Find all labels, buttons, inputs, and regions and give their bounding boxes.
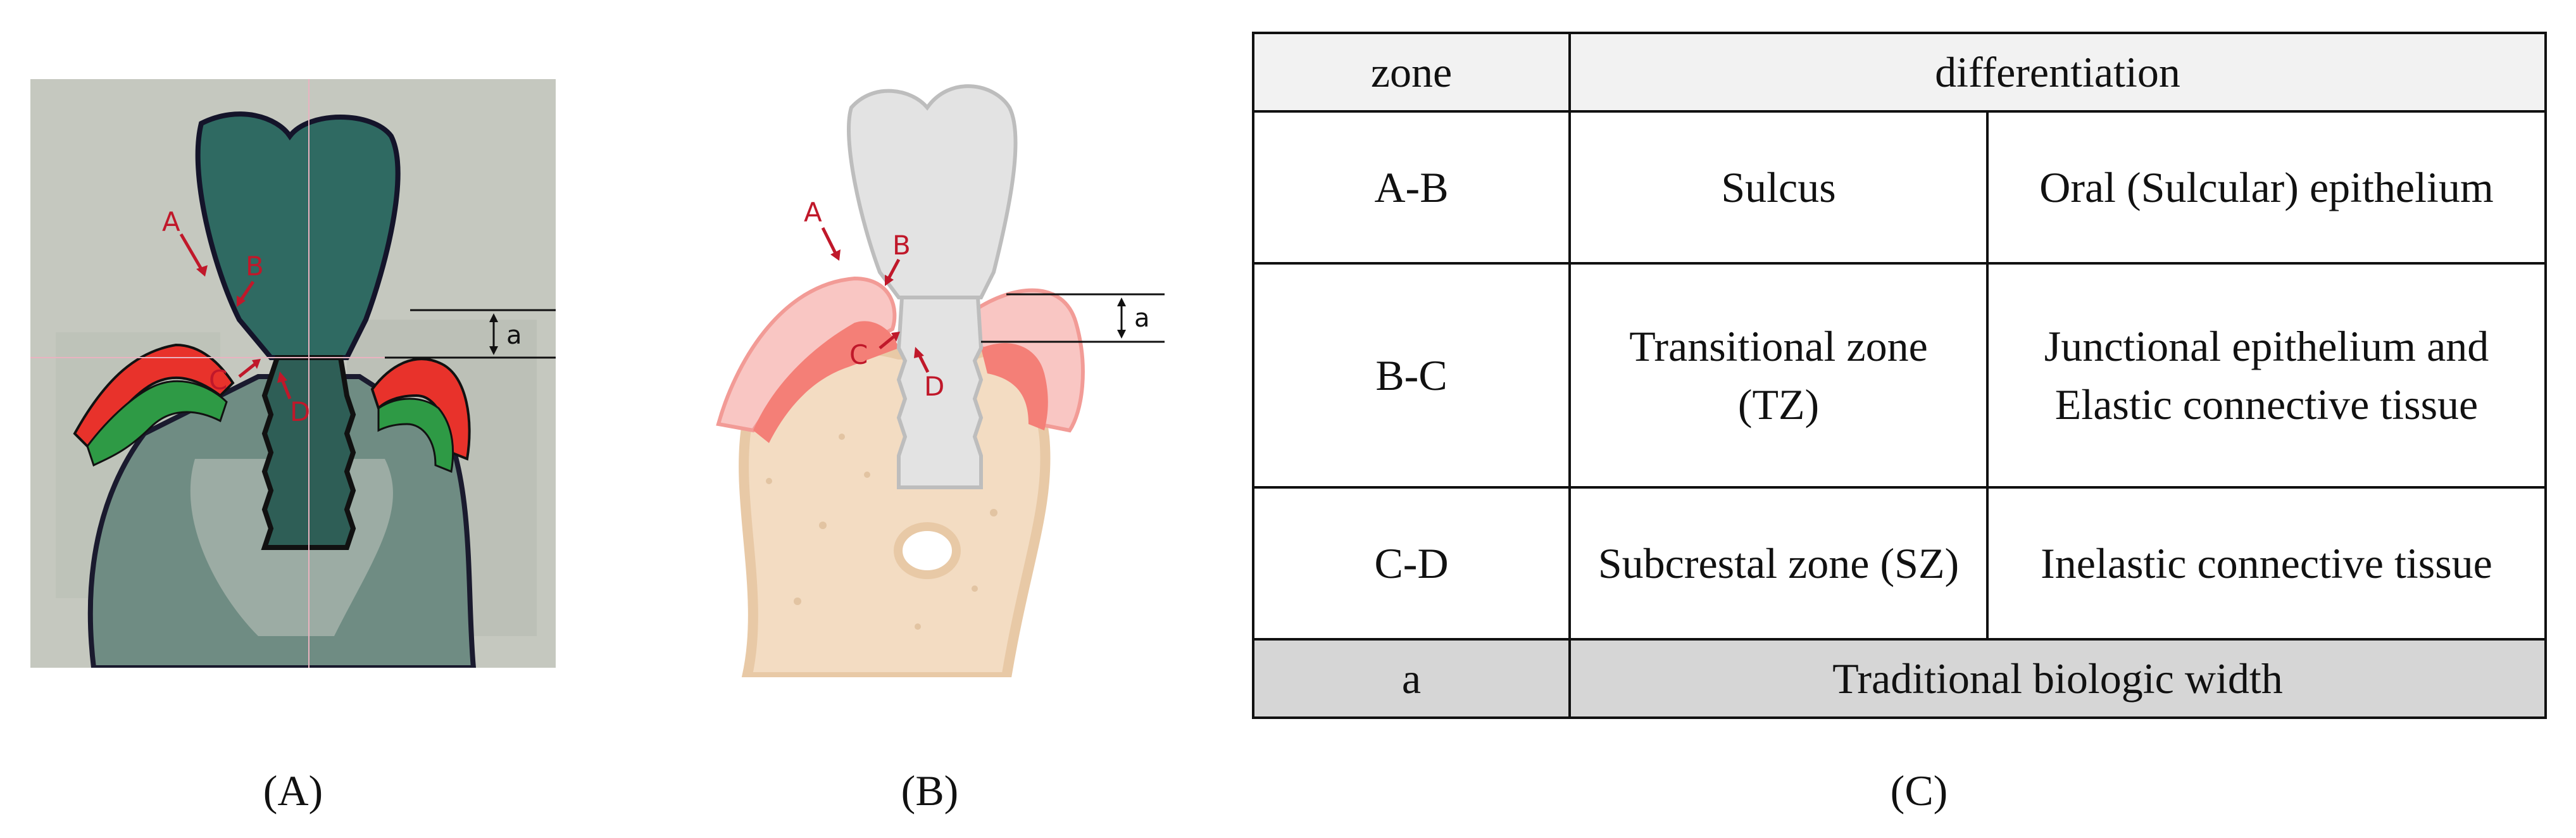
point-label-d: D [924, 371, 944, 402]
soft-tissue-right [370, 358, 471, 461]
implant-body [896, 296, 984, 489]
arrow-head [489, 313, 498, 322]
cell-region: Transitional zone (TZ) [1568, 262, 1989, 489]
bone-texture [839, 434, 845, 440]
footer-description: Traditional biologic width [1568, 638, 2547, 719]
point-label-a: A [804, 197, 822, 228]
table-header-row: zone differentiation [1252, 32, 2547, 113]
point-label-a: A [162, 206, 180, 237]
panel-a-photo: a A B C D [30, 79, 556, 670]
soft-tissue-left [753, 321, 899, 443]
implant-crown [195, 111, 401, 360]
label-arrow-c [238, 363, 256, 378]
point-label-b: B [892, 230, 911, 261]
cell-tissue: Junctional epithelium and Elastic connec… [1986, 262, 2547, 489]
measure-label: a [506, 321, 522, 350]
panel-b-schematic: a A B C D [709, 70, 1165, 682]
measure-label: a [1134, 304, 1150, 333]
label-arrow-b [887, 258, 901, 280]
table-row: C-D Subcrestal zone (SZ) Inelastic conne… [1252, 486, 2547, 641]
point-label-b: B [246, 251, 264, 282]
point-label-c: C [209, 365, 227, 396]
cell-zone: C-D [1252, 486, 1571, 641]
point-label-d: D [290, 396, 310, 427]
arrow-head [489, 346, 498, 355]
cell-zone: B-C [1252, 262, 1571, 489]
bone-texture [990, 509, 997, 516]
cell-region: Sulcus [1568, 110, 1989, 265]
arrow-head [196, 265, 208, 277]
arrow-head [237, 296, 246, 307]
bone-texture [972, 585, 978, 592]
label-arrow-c [878, 335, 895, 349]
footer-zone: a [1252, 638, 1571, 719]
connective-tissue-left [86, 380, 228, 467]
caption-c: (C) [1890, 766, 1948, 815]
bone-texture [864, 472, 870, 478]
point-label-c: C [849, 339, 868, 370]
bone-texture [766, 478, 772, 484]
bone-texture [915, 623, 921, 630]
arrow-head [885, 275, 894, 286]
label-arrow-d [917, 353, 930, 373]
label-arrow-a [179, 233, 203, 270]
caption-b: (B) [901, 766, 959, 815]
bone-texture [794, 597, 801, 605]
crown [847, 84, 1018, 299]
cell-zone: A-B [1252, 110, 1571, 265]
arrow-head [914, 347, 924, 358]
table-row: A-B Sulcus Oral (Sulcular) epithelium [1252, 110, 2547, 265]
connective-tissue-right [377, 397, 454, 473]
arrow-head [252, 359, 261, 369]
header-differentiation: differentiation [1568, 32, 2547, 113]
table-row: B-C Transitional zone (TZ) Junctional ep… [1252, 262, 2547, 489]
label-arrow-d [280, 379, 292, 399]
panel-b-figure: a A B C D [716, 84, 1165, 682]
bone-texture [819, 522, 827, 529]
soft-tissue-right [981, 343, 1048, 430]
panel-a-figure: a A B C D [30, 79, 556, 670]
arrow-head [1117, 297, 1126, 306]
header-zone: zone [1252, 32, 1571, 113]
arrow-head [277, 372, 287, 383]
cell-tissue: Inelastic connective tissue [1986, 486, 2547, 641]
cell-tissue: Oral (Sulcular) epithelium [1986, 110, 2547, 265]
bone-canal [894, 522, 961, 579]
zone-table: zone differentiation A-B Sulcus Oral (Su… [1252, 32, 2547, 719]
label-arrow-b [239, 280, 255, 302]
table-footer-row: a Traditional biologic width [1252, 638, 2547, 719]
caption-a: (A) [263, 766, 323, 815]
cell-region: Subcrestal zone (SZ) [1568, 486, 1989, 641]
arrow-head [830, 249, 841, 261]
arrow-head [891, 332, 900, 342]
arrow-head [1117, 330, 1126, 339]
label-arrow-a [821, 227, 837, 254]
